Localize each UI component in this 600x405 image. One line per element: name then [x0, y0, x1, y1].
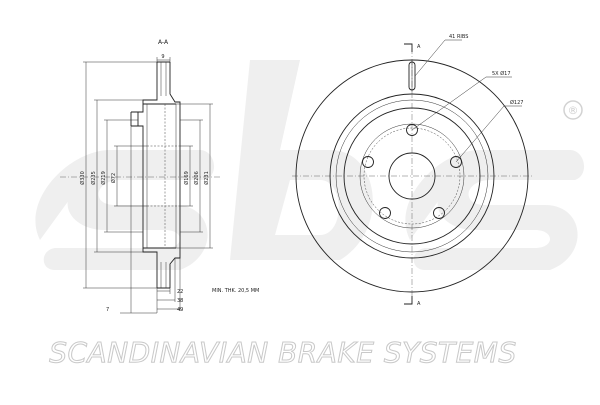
- min-thickness-note: MIN. THK. 20,5 MM: [212, 288, 259, 294]
- ribs-label: 41 RIBS: [449, 34, 468, 40]
- holes-label: 5X Ø17: [492, 70, 511, 77]
- section-marker-top: A: [417, 44, 421, 50]
- brand-tagline: SCANDINAVIAN BRAKE SYSTEMS: [49, 336, 517, 369]
- dim-235: Ø235: [90, 171, 97, 184]
- dim-231: Ø231: [203, 171, 210, 184]
- dim-22: 22: [177, 289, 183, 295]
- registered-mark: ®: [568, 104, 579, 117]
- dim-outer-diameter: Ø330: [79, 171, 86, 184]
- section-label: A-A: [158, 39, 169, 46]
- dim-169: Ø169: [183, 171, 190, 184]
- dim-7: 7: [106, 307, 109, 313]
- dim-49: 49: [177, 307, 183, 313]
- section-view: A-A 9 Ø330 Ø235 Ø219 Ø72 Ø169 Ø206 Ø231: [60, 39, 259, 314]
- sbs-logo-watermark: ®: [35, 60, 585, 270]
- pcd-label: Ø127: [510, 99, 523, 106]
- dim-206: Ø206: [193, 171, 200, 184]
- dim-top-width: 9: [161, 54, 164, 60]
- front-view: A A 41 RIBS 5X Ø17 Ø127: [292, 34, 532, 307]
- dim-38: 38: [177, 298, 183, 304]
- section-marker-bottom: A: [417, 301, 421, 307]
- dim-219: Ø219: [100, 171, 107, 184]
- dim-center-bore: Ø72: [110, 173, 117, 183]
